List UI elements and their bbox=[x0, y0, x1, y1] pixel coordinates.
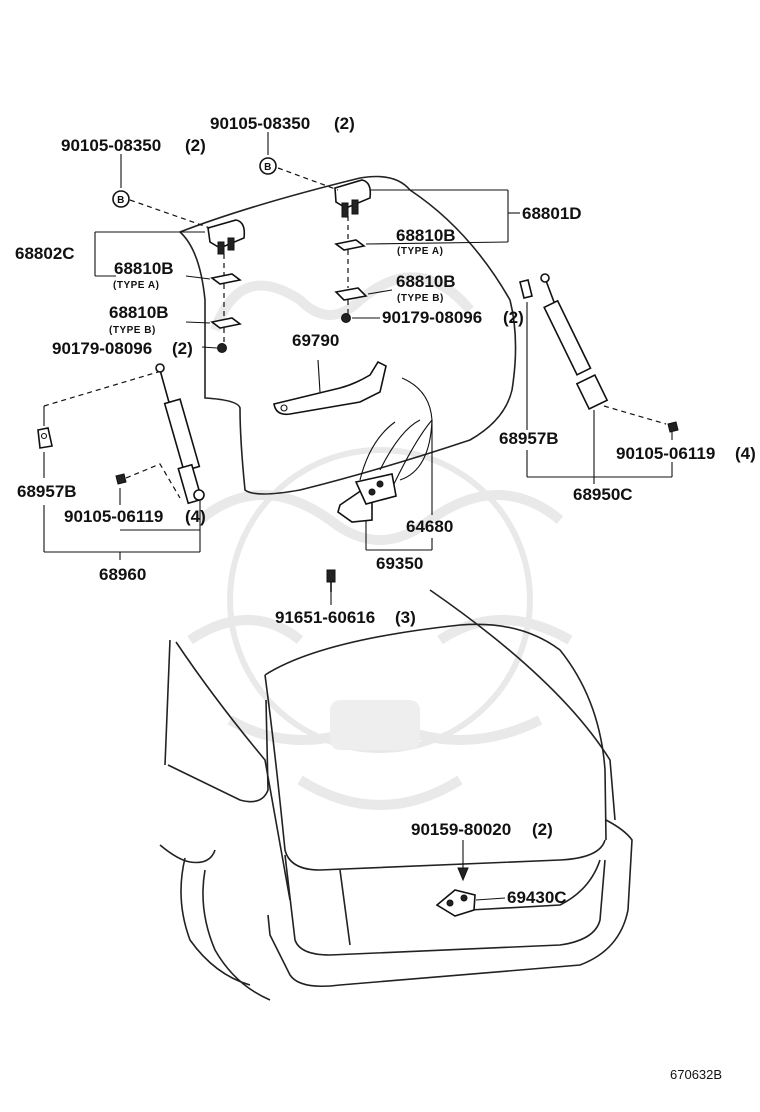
shim-left-type-a bbox=[210, 273, 242, 285]
leader-lines bbox=[43, 132, 673, 901]
left-hinge bbox=[207, 219, 246, 255]
right-damper-stay bbox=[540, 273, 609, 411]
nut-left-icon bbox=[217, 343, 227, 353]
label-90159-80020: 90159-80020 bbox=[411, 820, 511, 839]
qty-90105-08350-left: (2) bbox=[185, 136, 206, 155]
label-90179-08096-left: 90179-08096 bbox=[52, 339, 152, 358]
bolt-91651 bbox=[326, 569, 336, 592]
label-90105-08350-top: 90105-08350 bbox=[210, 114, 310, 133]
striker-69430C bbox=[435, 889, 476, 917]
type-68810B-right-b: (TYPE B) bbox=[397, 293, 444, 304]
label-69790: 69790 bbox=[292, 331, 339, 350]
svg-text:B: B bbox=[264, 162, 272, 173]
label-68810B-right-a: 68810B bbox=[396, 226, 456, 245]
label-90105-06119-right: 90105-06119 bbox=[616, 444, 715, 463]
vehicle-body bbox=[159, 589, 633, 1001]
qty-91651-60616: (3) bbox=[395, 608, 416, 627]
back-door-outline bbox=[178, 175, 517, 495]
label-91651-60616: 91651-60616 bbox=[275, 608, 375, 627]
joint-right-68957B bbox=[519, 279, 533, 299]
shim-left-type-b bbox=[210, 317, 242, 329]
qty-90159-80020: (2) bbox=[532, 820, 553, 839]
part-labels: 90105-08350 (2) 90105-08350 (2) 68801D 6… bbox=[15, 114, 756, 1082]
label-64680: 64680 bbox=[406, 517, 453, 536]
nut-right-icon bbox=[341, 313, 351, 323]
label-68802C: 68802C bbox=[15, 244, 75, 263]
label-68950C: 68950C bbox=[573, 485, 633, 504]
label-68957B-left: 68957B bbox=[17, 482, 77, 501]
type-68810B-left-b: (TYPE B) bbox=[109, 325, 156, 336]
label-90105-06119-left: 90105-06119 bbox=[64, 507, 163, 526]
figure-number: 670632B bbox=[670, 1067, 722, 1082]
label-68810B-left-b: 68810B bbox=[109, 303, 169, 322]
label-68810B-left-a: 68810B bbox=[114, 259, 174, 278]
type-68810B-left-a: (TYPE A) bbox=[113, 280, 159, 291]
shim-right-type-b bbox=[334, 287, 368, 301]
label-69350: 69350 bbox=[376, 554, 423, 573]
label-90105-08350-left: 90105-08350 bbox=[61, 136, 161, 155]
qty-90105-06119-left: (4) bbox=[185, 507, 206, 526]
qty-90179-08096-left: (2) bbox=[172, 339, 193, 358]
bolt-right-stay bbox=[667, 421, 679, 433]
type-68810B-right-a: (TYPE A) bbox=[397, 246, 443, 257]
qty-90105-08350-top: (2) bbox=[334, 114, 355, 133]
left-damper-stay bbox=[155, 363, 205, 505]
qty-90105-06119-right: (4) bbox=[735, 444, 756, 463]
shim-right-type-a bbox=[334, 239, 366, 251]
back-door-lock bbox=[337, 377, 433, 523]
label-68810B-right-b: 68810B bbox=[396, 272, 456, 291]
label-90179-08096-right: 90179-08096 bbox=[382, 308, 482, 327]
lever-69790 bbox=[273, 360, 387, 416]
watermark bbox=[187, 272, 573, 810]
label-69430C: 69430C bbox=[507, 888, 567, 907]
label-68960: 68960 bbox=[99, 565, 146, 584]
bolt-marker-top: B bbox=[259, 157, 277, 175]
bolt-left-stay bbox=[115, 473, 127, 485]
qty-90179-08096-right: (2) bbox=[503, 308, 524, 327]
right-hinge bbox=[334, 179, 372, 218]
label-68957B-right: 68957B bbox=[499, 429, 559, 448]
label-68801D: 68801D bbox=[522, 204, 582, 223]
bolt-marker-left: B bbox=[112, 190, 130, 208]
joint-left-68957B bbox=[37, 427, 53, 449]
svg-text:B: B bbox=[117, 195, 125, 206]
